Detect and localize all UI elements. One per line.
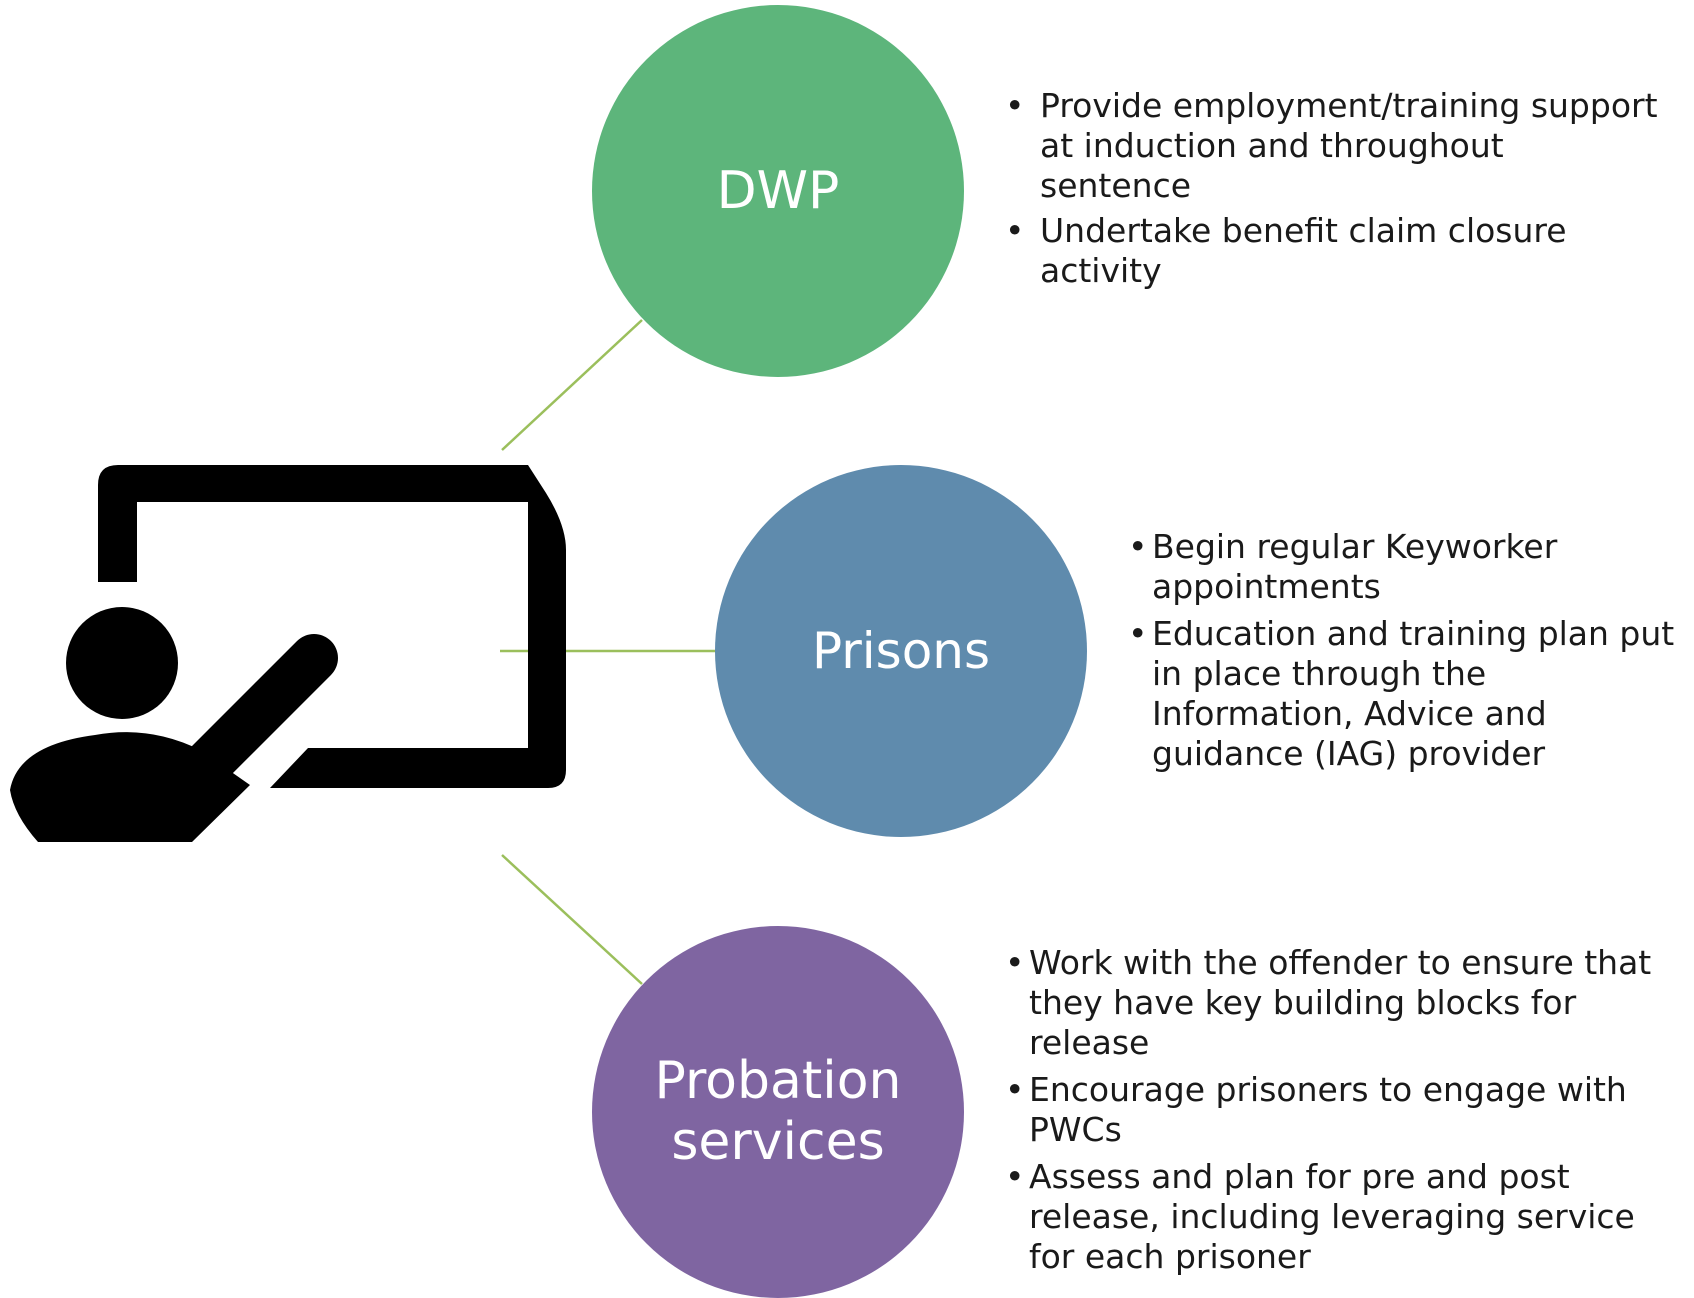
dwp-bullet-list: Provide employment/training support at i… [1005, 86, 1665, 296]
prisons-circle: Prisons [715, 465, 1087, 837]
bullet-item: Begin regular Keyworker appointments [1128, 527, 1694, 607]
bullet-item: Undertake benefit claim closure activity [1005, 211, 1665, 291]
probation-label: Probation services [655, 1051, 902, 1173]
prisons-bullet-list: Begin regular Keyworker appointments Edu… [1128, 527, 1694, 781]
probation-bullet-list: Work with the offender to ensure that th… [1005, 943, 1685, 1284]
board-frame [98, 465, 566, 788]
bullet-item: Assess and plan for pre and post release… [1005, 1157, 1685, 1277]
probation-label-line-2: services [671, 1112, 885, 1172]
probation-label-line-1: Probation [654, 1051, 902, 1112]
connector-dwp [501, 319, 643, 451]
presenter-head [66, 607, 178, 719]
presenter-at-board-icon [10, 465, 566, 842]
bullet-item: Work with the offender to ensure that th… [1005, 943, 1685, 1063]
dwp-label: DWP [716, 160, 840, 221]
bullet-item: Education and training plan put in place… [1128, 614, 1694, 774]
bullet-item: Encourage prisoners to engage with PWCs [1005, 1070, 1685, 1150]
probation-circle: Probation services [592, 926, 964, 1298]
presenter-arm [176, 634, 338, 796]
prisons-label: Prisons [811, 621, 991, 680]
dwp-circle: DWP [592, 5, 964, 377]
bullet-item: Provide employment/training support at i… [1005, 86, 1665, 206]
presenter-body [10, 732, 250, 842]
connector-probation [501, 854, 643, 985]
